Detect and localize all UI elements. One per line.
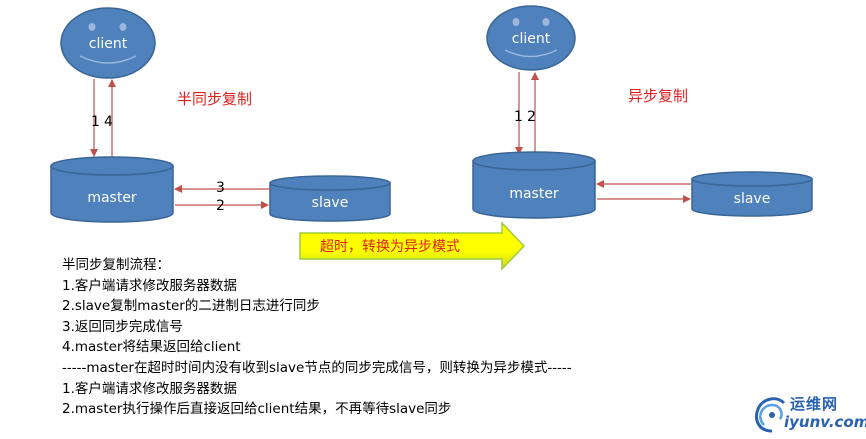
- note-line: 2.master执行操作后直接返回给client结果，不再等待slave同步: [62, 401, 452, 418]
- watermark-cn: 运维网: [790, 395, 839, 413]
- note-line: 2.slave复制master的二进制日志进行同步: [62, 298, 320, 315]
- semi-arrow-num-1: 1: [91, 114, 100, 130]
- semi-sync-slave: slave: [269, 175, 391, 222]
- async-client-label: client: [512, 31, 551, 47]
- note-line: 1.客户端请求修改服务器数据: [62, 277, 237, 294]
- semi-master-label: master: [87, 190, 137, 206]
- async-title: 异步复制: [628, 87, 688, 105]
- timeout-banner-arrow: 超时，转换为异步模式: [299, 221, 526, 271]
- semi-slave-label: slave: [312, 195, 349, 211]
- swirl-logo-icon: [755, 397, 786, 433]
- async-slave: slave: [691, 171, 813, 217]
- semi-sync-client: client: [60, 7, 156, 79]
- semi-sync-master: master: [50, 156, 174, 223]
- semi-sync-title: 半同步复制: [177, 90, 252, 108]
- note-line: 3.返回同步完成信号: [62, 318, 183, 335]
- note-separator: -----master在超时时间内没有收到slave节点的同步完成信号，则转换为…: [62, 359, 572, 376]
- async-slave-label: slave: [734, 191, 771, 207]
- note-line: 1.客户端请求修改服务器数据: [62, 380, 237, 397]
- client-eye-right: [542, 18, 550, 26]
- client-eye-right: [119, 23, 127, 31]
- client-smile: [504, 49, 558, 58]
- semi-arrow-num-4: 4: [104, 114, 113, 130]
- client-smile: [79, 55, 137, 64]
- client-eye-left: [88, 23, 96, 31]
- semi-client-label: client: [89, 36, 128, 52]
- semi-step-num-3: 3: [216, 180, 225, 196]
- async-client: client: [486, 5, 576, 71]
- async-master-label: master: [509, 186, 559, 202]
- notes-heading: 半同步复制流程：: [62, 257, 170, 273]
- async-master: master: [472, 151, 596, 219]
- process-notes: 半同步复制流程： 1.客户端请求修改服务器数据 2.slave复制master的…: [62, 255, 572, 420]
- watermark-en: iyunv.com: [784, 413, 866, 431]
- semi-step-num-2: 2: [216, 198, 225, 214]
- timeout-banner-text: 超时，转换为异步模式: [320, 238, 460, 255]
- async-arrow-num-2: 2: [527, 109, 536, 125]
- note-line: 4.master将结果返回给client: [62, 339, 241, 356]
- async-arrow-num-1: 1: [514, 109, 523, 125]
- client-eye-left: [512, 18, 520, 26]
- watermark-logo: 运维网 iyunv.com: [750, 391, 866, 435]
